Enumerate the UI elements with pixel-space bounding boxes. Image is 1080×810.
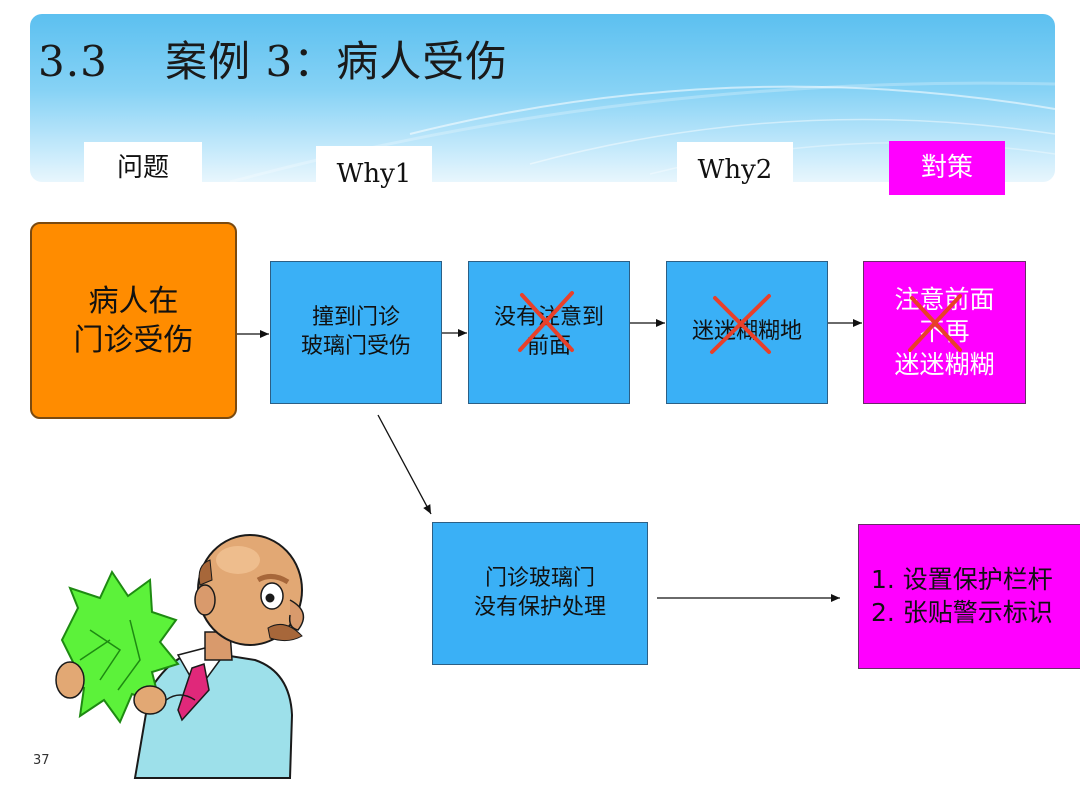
- countermeasure-box-b-text: 1. 设置保护栏杆 2. 张贴警示标识: [871, 565, 1053, 627]
- tab-why2: Why2: [677, 142, 793, 186]
- why1-box-no-protection-text: 门诊玻璃门 没有保护处理: [473, 565, 606, 620]
- problem-box-text: 病人在 门诊受伤: [73, 283, 194, 358]
- why2-box-not-noticing: 没有注意到 前面: [468, 261, 630, 404]
- arrow-why1-to-no-protection: [377, 414, 432, 515]
- tab-countermeasure: 對策: [889, 141, 1005, 195]
- tab-problem: 问题: [84, 142, 202, 186]
- tab-why1: Why1: [316, 146, 432, 192]
- why2-box-drowsy: 迷迷糊糊地: [666, 261, 828, 404]
- page-number: 37: [33, 753, 50, 768]
- why1-box-text: 撞到门诊 玻璃门受伤: [300, 304, 411, 359]
- countermeasure-box: 注意前面 不再 迷迷糊糊: [863, 261, 1026, 404]
- slide-title: 3.3 案例 3：病人受伤: [38, 37, 509, 86]
- why1-box-no-protection: 门诊玻璃门 没有保护处理: [432, 522, 648, 665]
- problem-box: 病人在 门诊受伤: [30, 222, 237, 419]
- countermeasure-box-b: 1. 设置保护栏杆 2. 张贴警示标识: [858, 524, 1080, 669]
- why2-box-not-noticing-text: 没有注意到 前面: [493, 304, 604, 359]
- old-man-illustration: [55, 534, 305, 779]
- countermeasure-box-text: 注意前面 不再 迷迷糊糊: [894, 284, 995, 379]
- why1-box: 撞到门诊 玻璃门受伤: [270, 261, 442, 404]
- why2-box-drowsy-text: 迷迷糊糊地: [691, 319, 802, 345]
